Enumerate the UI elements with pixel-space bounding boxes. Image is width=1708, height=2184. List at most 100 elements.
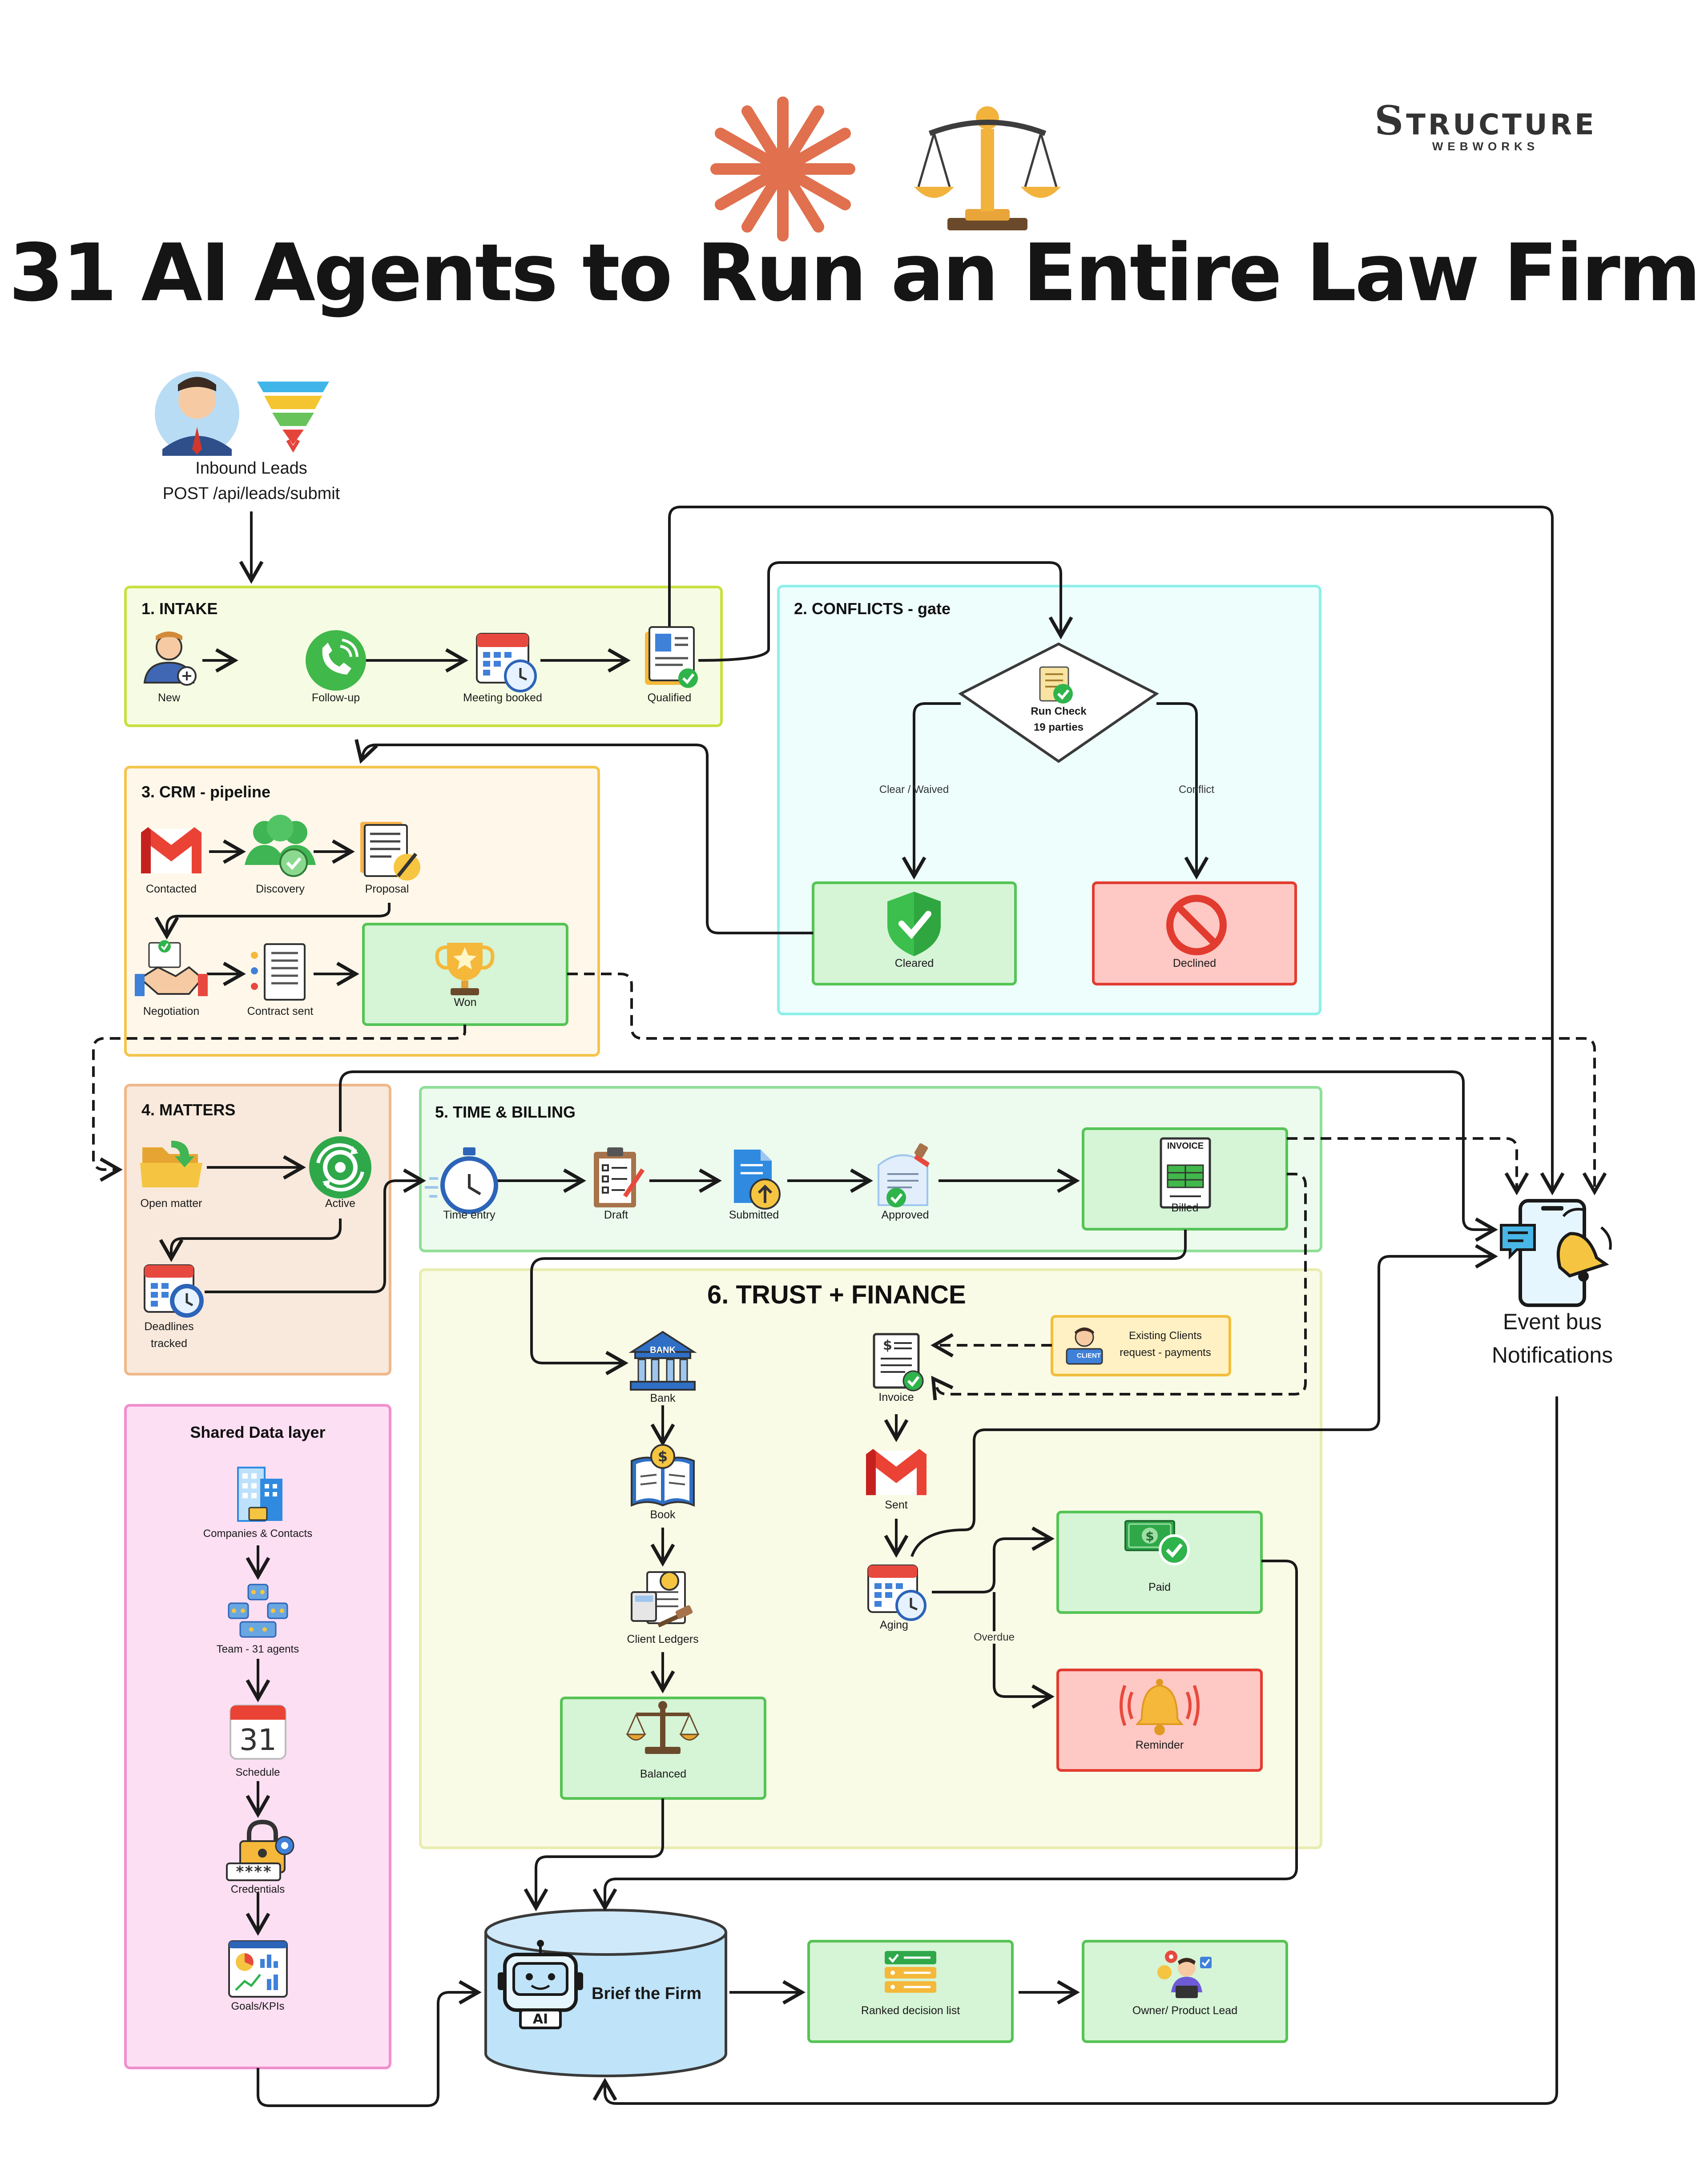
billing-title: 5. TIME & BILLING xyxy=(435,1103,576,1121)
intake-node-new: New xyxy=(157,692,180,704)
client-word: CLIENT xyxy=(1076,1352,1101,1359)
matters-title: 4. MATTERS xyxy=(141,1101,236,1119)
shared-item-credentials: Credentials xyxy=(230,1883,285,1895)
calendar-31-icon: 31 xyxy=(230,1705,286,1760)
stopwatch-icon xyxy=(425,1147,498,1214)
existing-line1: Existing Clients xyxy=(1128,1330,1202,1342)
inbound-leads-label: Inbound Leads POST /api/leads/submit xyxy=(118,456,385,507)
robots-team-icon xyxy=(228,1584,288,1638)
invoice-word: INVOICE xyxy=(1167,1141,1204,1151)
intake-node-meeting-booked: Meeting booked xyxy=(463,692,542,704)
brand-logo: STRUCTURE WEBWORKS xyxy=(1361,97,1610,153)
run-check-line1: Run Check xyxy=(1031,705,1087,717)
page-title: 31 AI Agents to Run an Entire Law Firm xyxy=(8,227,1701,319)
crm-node-negotiation: Negotiation xyxy=(143,1005,200,1018)
svg-text:$: $ xyxy=(658,1448,668,1465)
lock-password-icon: **** xyxy=(226,1819,294,1881)
shared-item-companies: Companies & Contacts xyxy=(203,1528,313,1540)
crm-node-contacted: Contacted xyxy=(146,883,197,895)
invoice-check-icon: $ xyxy=(873,1333,924,1392)
ranked-decision-label: Ranked decision list xyxy=(861,2004,960,2017)
bank-icon xyxy=(628,1331,697,1391)
inbound-line1: Inbound Leads xyxy=(195,459,307,478)
billing-node-time-entry: Time entry xyxy=(443,1209,495,1221)
run-check-line2: 19 parties xyxy=(1033,721,1084,733)
run-check-label: Run Check 19 parties xyxy=(992,704,1125,736)
ledger-book-icon: $ xyxy=(631,1444,695,1507)
conflicts-title: 2. CONFLICTS - gate xyxy=(794,599,951,618)
calendar-day-glyph: 31 xyxy=(239,1723,277,1757)
logo-wordmark: TRUCTURE xyxy=(1406,109,1597,141)
shield-check-icon xyxy=(887,892,941,956)
billing-node-approved: Approved xyxy=(881,1209,929,1221)
inbound-line2: POST /api/leads/submit xyxy=(162,484,340,503)
asterisk-burst-icon xyxy=(710,97,855,241)
logo-subtitle: WEBWORKS xyxy=(1432,140,1539,153)
calendar-deadline-icon xyxy=(144,1264,204,1318)
user-add-icon xyxy=(143,631,197,686)
declined-box xyxy=(1092,881,1297,985)
handshake-icon xyxy=(135,940,208,996)
document-pen-icon xyxy=(360,822,420,881)
gmail-icon xyxy=(141,827,201,873)
reminder-label: Reminder xyxy=(1135,1739,1184,1751)
client-ledgers-label: Client Ledgers xyxy=(627,1633,699,1645)
intake-node-qualified: Qualified xyxy=(647,692,692,704)
existing-line2: request - payments xyxy=(1120,1347,1211,1359)
scales-of-justice-icon xyxy=(914,106,1061,230)
sent-label: Sent xyxy=(885,1499,908,1511)
billed-label: Billed xyxy=(1171,1202,1199,1214)
crm-node-won: Won xyxy=(454,996,477,1009)
declined-label: Declined xyxy=(1172,957,1217,969)
event-bus-label: Event bus Notifications xyxy=(1459,1305,1646,1372)
lead-funnel-icon xyxy=(257,382,329,453)
active-label: Active xyxy=(325,1197,356,1210)
run-check-diamond xyxy=(958,642,1159,763)
svg-text:$: $ xyxy=(1145,1529,1154,1544)
password-glyph: **** xyxy=(235,1863,272,1881)
deadlines-label: Deadlines tracked xyxy=(125,1319,214,1352)
gmail-sent-icon xyxy=(866,1449,927,1495)
brief-firm-label: Brief the Firm xyxy=(592,1984,702,2003)
buildings-icon xyxy=(237,1467,282,1522)
shared-item-team: Team - 31 agents xyxy=(216,1643,299,1655)
intake-title: 1. INTAKE xyxy=(141,599,218,618)
ranked-list-icon xyxy=(885,1951,936,1993)
ai-robot-icon: AI xyxy=(498,1940,583,2029)
branch-clear-label: Clear / Waived xyxy=(879,784,949,796)
cleared-label: Cleared xyxy=(894,957,934,969)
alarm-bell-icon xyxy=(1120,1679,1200,1735)
client-avatar-icon xyxy=(1066,1327,1103,1365)
deadlines-line1: Deadlines xyxy=(144,1320,194,1333)
overdue-label: Overdue xyxy=(952,1631,1036,1644)
aging-label: Aging xyxy=(880,1619,908,1631)
crm-title: 3. CRM - pipeline xyxy=(141,783,271,801)
trophy-icon xyxy=(435,943,495,995)
sync-gear-icon xyxy=(309,1136,371,1199)
intake-node-follow-up: Follow-up xyxy=(311,692,360,704)
ai-badge-text: AI xyxy=(533,2011,548,2027)
deadlines-line2: tracked xyxy=(151,1337,187,1350)
calendar-clock-icon xyxy=(476,633,537,692)
crm-node-proposal: Proposal xyxy=(365,883,409,895)
people-check-icon xyxy=(245,815,316,877)
svg-text:$: $ xyxy=(883,1338,892,1353)
event-bus-line2: Notifications xyxy=(1491,1343,1613,1368)
event-bus-line1: Event bus xyxy=(1503,1309,1602,1334)
profile-check-icon xyxy=(645,626,698,688)
trust-title: 6. TRUST + FINANCE xyxy=(707,1280,966,1309)
clipboard-icon xyxy=(594,1147,645,1207)
prohibited-icon xyxy=(1166,895,1227,955)
shared-title: Shared Data layer xyxy=(190,1423,326,1441)
dashboard-icon xyxy=(228,1940,288,1998)
aging-calendar-icon xyxy=(867,1565,927,1621)
client-ledger-icon xyxy=(631,1571,693,1628)
logo-mark: S xyxy=(1374,97,1406,144)
shared-item-goals: Goals/KPIs xyxy=(231,2000,285,2012)
cash-check-icon: $ xyxy=(1124,1520,1190,1565)
bank-label: Bank xyxy=(650,1392,676,1404)
paid-label: Paid xyxy=(1148,1581,1171,1593)
book-label: Book xyxy=(650,1508,676,1521)
contract-icon xyxy=(251,943,306,1001)
